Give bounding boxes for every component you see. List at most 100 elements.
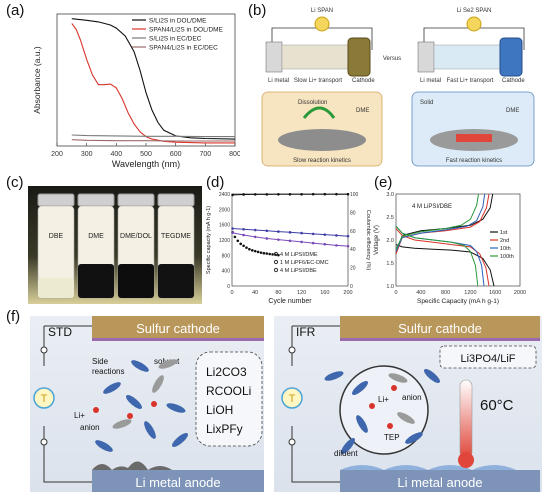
panel-f-diagram: T STD Sulfur cathode Li metal anode Side… bbox=[30, 316, 542, 492]
f-right-tep: TEP bbox=[384, 433, 400, 442]
d-point bbox=[268, 252, 271, 256]
d-point bbox=[271, 253, 274, 256]
d-legend-label: 4 M LiPSI/DME bbox=[280, 252, 318, 258]
bulb-icon-right bbox=[466, 16, 482, 32]
d-legend-marker bbox=[273, 251, 279, 257]
vial-label: TEGDME bbox=[161, 233, 191, 240]
vial-label: DBE bbox=[49, 233, 64, 240]
e-xtick-label: 400 bbox=[416, 290, 425, 296]
d-point bbox=[256, 250, 260, 254]
e-ytick-label: 1.0 bbox=[386, 284, 394, 290]
e-xtick-label: 800 bbox=[441, 290, 450, 296]
bulb-icon bbox=[314, 16, 330, 32]
solvent-molecule bbox=[144, 421, 156, 439]
d-point bbox=[259, 251, 263, 254]
e-ytick-label: 2.0 bbox=[386, 238, 394, 244]
li-ion bbox=[391, 385, 397, 391]
d-xtick-label: 160 bbox=[320, 290, 329, 296]
d-y2tick-label: 20 bbox=[350, 266, 356, 272]
f-right-tag: IFR bbox=[296, 325, 316, 339]
solvent-molecule bbox=[103, 382, 121, 394]
left-dme-label: DME bbox=[356, 108, 369, 114]
a-xtick-label: 600 bbox=[170, 151, 182, 158]
li-ion bbox=[127, 413, 133, 419]
e-charge-curve bbox=[395, 193, 490, 254]
d-ytick-label: 2400 bbox=[219, 192, 230, 198]
panel-b-label: (b) bbox=[248, 2, 267, 19]
f-left-li: Li+ bbox=[74, 411, 85, 420]
d-point bbox=[248, 247, 251, 251]
li-ion bbox=[369, 403, 375, 409]
d-xtick-label: 80 bbox=[275, 290, 281, 296]
left-cathode-label: Cathode bbox=[352, 78, 375, 84]
a-xtick-label: 200 bbox=[51, 151, 63, 158]
d-point bbox=[231, 231, 234, 235]
d-ytick-label: 1200 bbox=[219, 238, 230, 244]
solvent-molecule bbox=[158, 359, 178, 369]
d-series-line bbox=[232, 232, 349, 247]
f-left-cathode: Sulfur cathode bbox=[136, 321, 220, 336]
f-left-anode: Li metal anode bbox=[135, 475, 220, 490]
solvent-molecule bbox=[172, 433, 188, 447]
left-kinetics-label: Slow reaction kinetics bbox=[293, 158, 351, 164]
right-bulb-letter: T bbox=[289, 393, 296, 405]
vial-liquid bbox=[158, 264, 194, 298]
left-li-label: Li metal bbox=[268, 78, 289, 84]
d-point bbox=[231, 227, 234, 230]
f-left-product: Li2CO3 bbox=[206, 365, 247, 379]
a-xtick-label: 300 bbox=[81, 151, 93, 158]
e-discharge-curve bbox=[395, 225, 479, 287]
a-series-line bbox=[71, 139, 235, 142]
solvent-molecule bbox=[424, 369, 440, 383]
panel-d-y2label: Coulombic efficiency (%) bbox=[365, 210, 371, 271]
solvent-molecule bbox=[324, 371, 344, 381]
d-point bbox=[242, 244, 245, 248]
d-point bbox=[236, 239, 240, 243]
d-point bbox=[253, 249, 257, 253]
a-legend-label: SPAN4/Li2S in DOL/DME bbox=[149, 27, 224, 34]
right-li-label: Li metal bbox=[420, 78, 441, 84]
solvent-molecule bbox=[356, 415, 368, 433]
f-right-diluent: diluent bbox=[334, 449, 358, 458]
f-left-anion: anion bbox=[80, 423, 100, 432]
right-bulb-label: Li Se2 SPAN bbox=[457, 8, 492, 14]
d-xtick-label: 200 bbox=[343, 290, 352, 296]
d-y2tick-label: 100 bbox=[350, 192, 359, 198]
d-xtick-label: 0 bbox=[230, 290, 233, 296]
vial-cap bbox=[77, 193, 115, 207]
a-legend-label: S/Li2S in DOL/DME bbox=[149, 18, 207, 25]
f-right-anion: anion bbox=[402, 393, 422, 402]
solvent-molecule bbox=[405, 432, 423, 444]
d-ytick-label: 2000 bbox=[219, 207, 230, 213]
d-legend-label: 1 M LiPF6/EC-DMC bbox=[280, 260, 329, 266]
bulb-icon-f-left bbox=[33, 387, 55, 409]
solvent-molecule bbox=[352, 381, 368, 395]
a-xtick-label: 700 bbox=[199, 151, 211, 158]
d-ytick-label: 0 bbox=[227, 284, 230, 290]
f-left-side: Side bbox=[92, 357, 109, 366]
e-xtick-label: 1600 bbox=[489, 290, 501, 296]
e-xtick-label: 2000 bbox=[514, 290, 526, 296]
d-ytick-label: 800 bbox=[222, 253, 231, 259]
panel-d-label: (d) bbox=[206, 174, 225, 191]
panel-c-label: (c) bbox=[6, 174, 24, 191]
a-xtick-label: 400 bbox=[110, 151, 122, 158]
panel-e-title: 4 M LiPSI/DBE bbox=[412, 204, 452, 210]
panel-e-xlabel: Specific Capacity (mA h g-1) bbox=[417, 298, 499, 305]
e-discharge-curve bbox=[395, 228, 490, 287]
li-ion bbox=[151, 401, 157, 407]
a-legend-label: S/Li2S in EC/DEC bbox=[149, 36, 202, 43]
left-bulb-letter: T bbox=[41, 393, 48, 405]
d-ytick-label: 1600 bbox=[219, 223, 230, 229]
d-series-line bbox=[232, 228, 349, 237]
solvent-molecule bbox=[388, 373, 408, 383]
d-point bbox=[346, 244, 350, 248]
e-charge-curve bbox=[395, 193, 494, 254]
d-y2tick-label: 0 bbox=[350, 284, 353, 290]
